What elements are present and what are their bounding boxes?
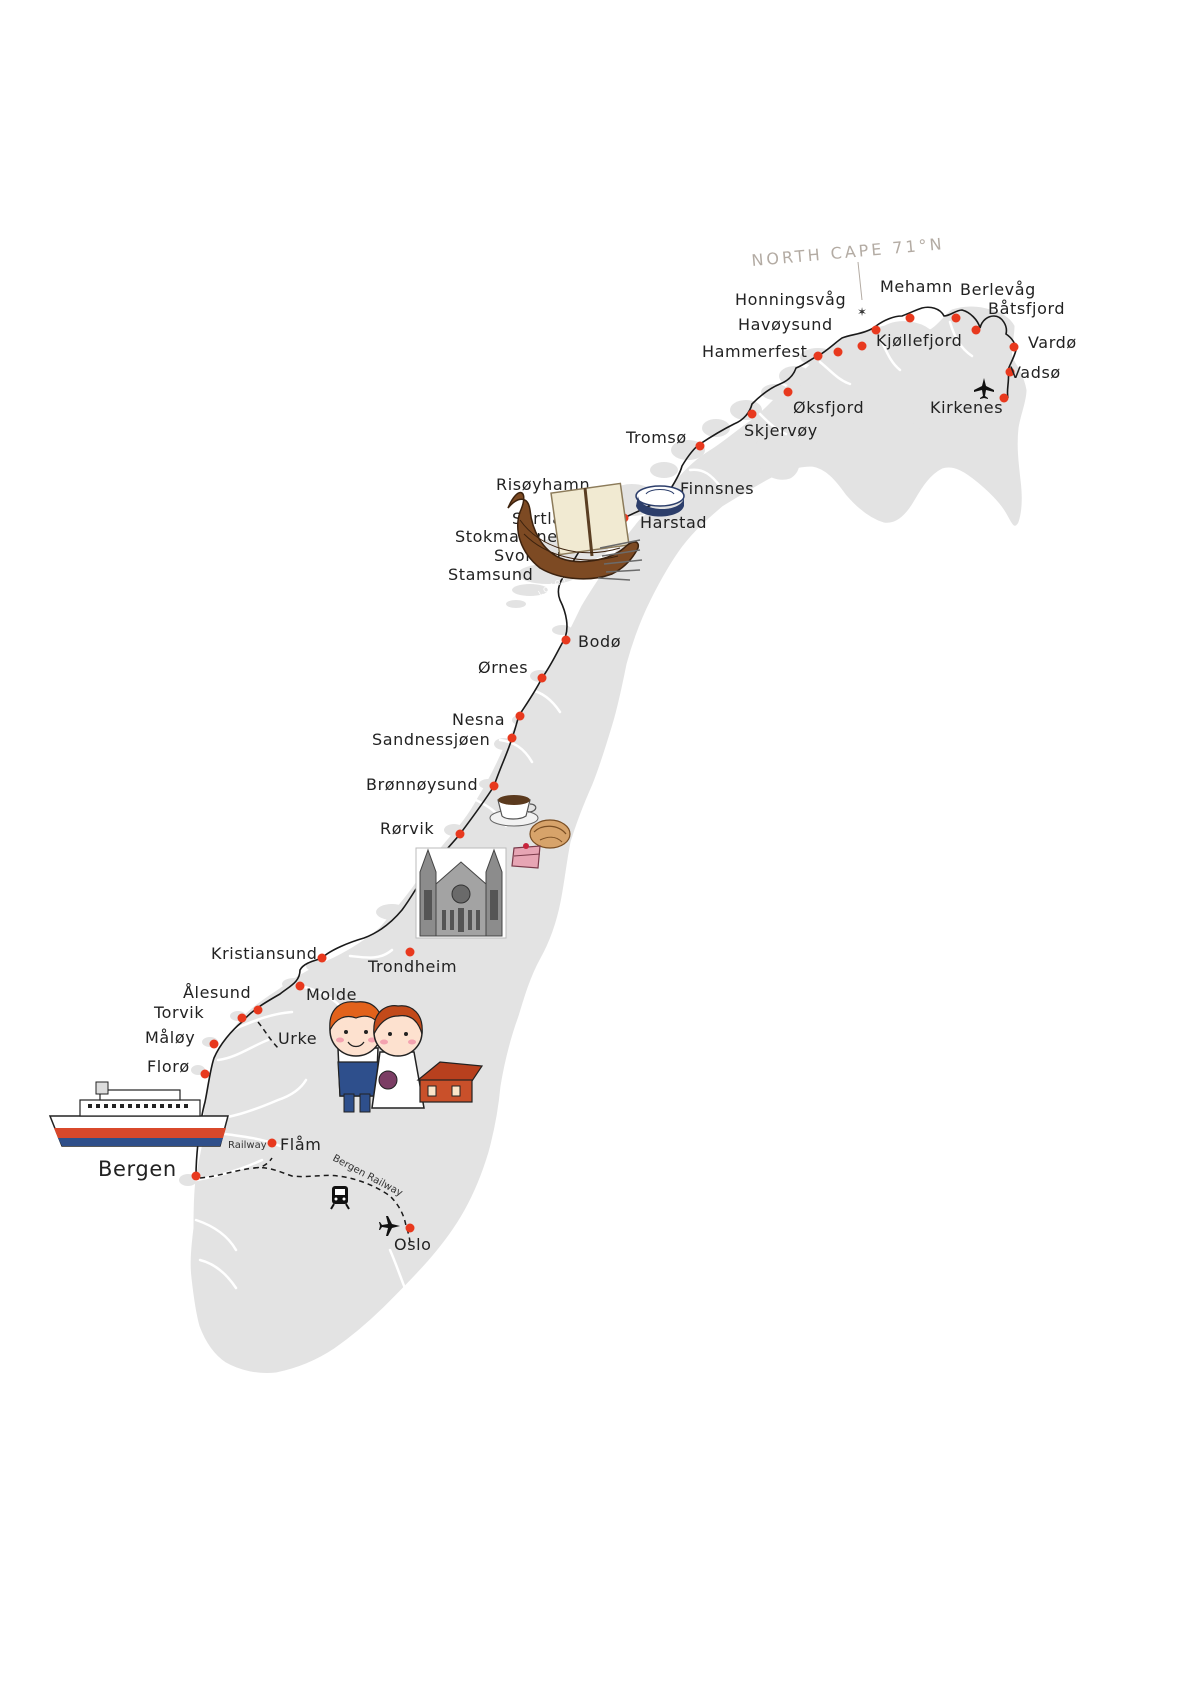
port-label-bergen: Bergen (98, 1157, 177, 1181)
port-label-mehamn: Mehamn (880, 277, 953, 296)
port-label-floro: Florø (147, 1057, 190, 1076)
port-label-harstad: Harstad (640, 513, 707, 532)
port-label-bodo: Bodø (578, 632, 621, 651)
nidaros-cathedral (415, 847, 507, 939)
port-label-rorvik: Rørvik (380, 819, 434, 838)
bride-and-groom (329, 1001, 425, 1113)
port-label-hammerfest: Hammerfest (702, 342, 808, 361)
port-label-bronnoysund: Brønnøysund (366, 775, 478, 794)
norway-landmass (190, 306, 1027, 1373)
pastries (511, 819, 571, 869)
port-label-alesund: Ålesund (183, 983, 251, 1002)
cruise-ship (48, 1081, 229, 1147)
sailor-hat (635, 485, 685, 517)
train-icon (330, 1186, 350, 1210)
airplane-icon (379, 1216, 400, 1236)
flam-railway-label: Railway (228, 1140, 267, 1151)
port-label-honningsvag: Honningsvåg (735, 290, 846, 309)
port-label-skjervoy: Skjervøy (744, 421, 818, 440)
port-label-vardo: Vardø (1028, 333, 1077, 352)
port-label-maloy: Måløy (145, 1028, 195, 1047)
port-label-vadso: Vadsø (1010, 363, 1061, 382)
port-label-ornes: Ørnes (478, 658, 528, 677)
port-label-trondheim: Trondheim (367, 957, 457, 976)
port-label-urke: Urke (278, 1029, 317, 1048)
port-label-berlevag: Berlevåg (960, 280, 1036, 299)
port-label-oslo: Oslo (394, 1235, 432, 1254)
star-icon: ✶ (857, 305, 867, 319)
north-cape-label: NORTH CAPE 71°N (751, 234, 946, 270)
port-label-nesna: Nesna (452, 710, 505, 729)
port-label-molde: Molde (306, 985, 357, 1004)
port-label-risoyhamn: Risøyhamn (496, 475, 590, 494)
red-cabin (416, 1061, 484, 1103)
port-label-stokmarknes: Stokmarknes (455, 527, 567, 546)
port-label-sandnessjoen: Sandnessjøen (372, 730, 490, 749)
railway-routes (199, 1021, 411, 1245)
viking-ship (507, 482, 643, 581)
port-label-batsfjord: Båtsfjord (988, 299, 1065, 318)
port-label-flam: Flåm (280, 1135, 321, 1154)
port-label-kristiansund: Kristiansund (211, 944, 318, 963)
coffee-cup (489, 795, 539, 827)
port-label-kirkenes: Kirkenes (930, 398, 1003, 417)
port-label-tromso: Tromsø (625, 428, 687, 447)
airplane-icon (974, 378, 994, 399)
port-label-oksfjord: Øksfjord (793, 398, 864, 417)
port-label-havoysund: Havøysund (738, 315, 833, 334)
port-label-finnsnes: Finnsnes (680, 479, 754, 498)
port-label-kjollefjord: Kjøllefjord (876, 331, 962, 350)
port-label-stamsund: Stamsund (448, 565, 533, 584)
port-label-torvik: Torvik (153, 1003, 204, 1022)
